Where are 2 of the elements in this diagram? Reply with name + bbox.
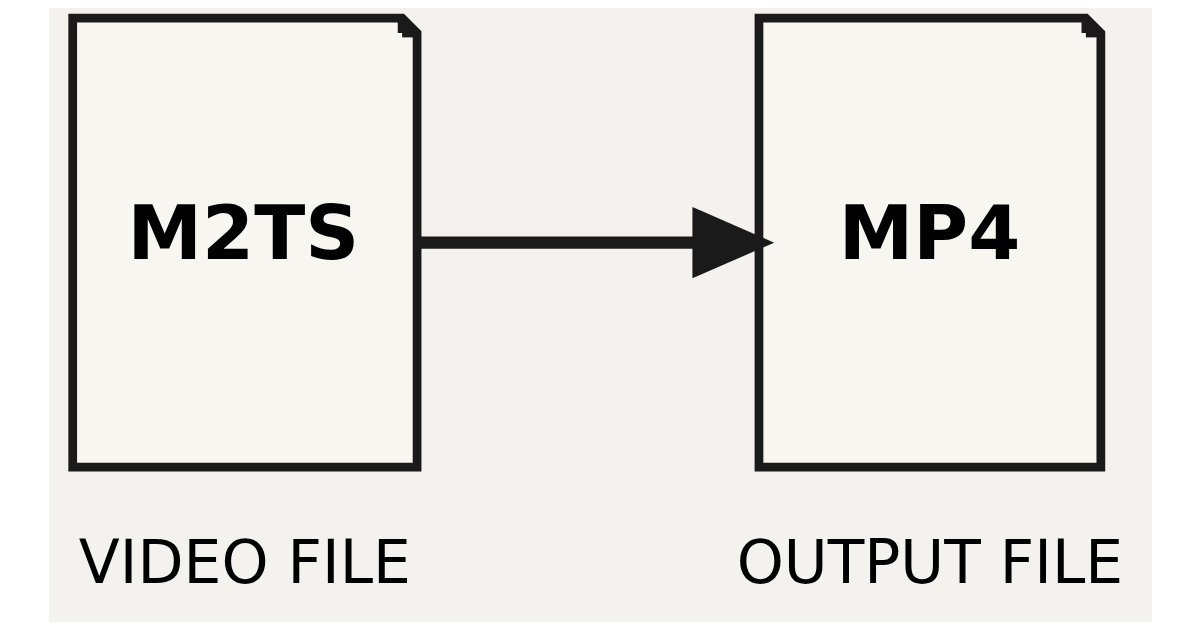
node-label: OUTPUT FILE xyxy=(736,526,1123,597)
node-label: VIDEO FILE xyxy=(78,526,411,597)
